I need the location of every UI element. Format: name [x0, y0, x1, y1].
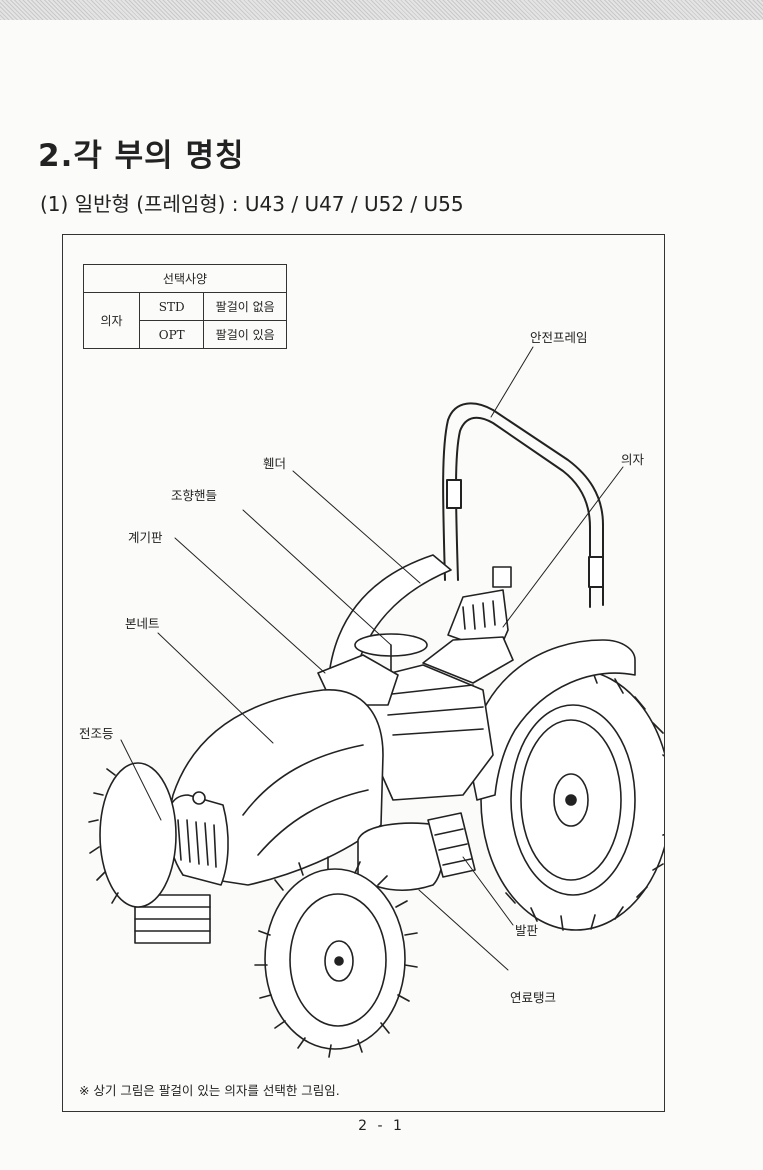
- seat: [422, 566, 514, 684]
- label-headlight: 전조등: [79, 726, 114, 741]
- label-bonnet: 본네트: [125, 616, 160, 631]
- front-wheel-right: [254, 856, 418, 1058]
- label-dashboard: 계기판: [128, 530, 163, 545]
- front-grille: [166, 791, 229, 886]
- page-number: 2 - 1: [358, 1118, 405, 1134]
- label-fender: 휀더: [263, 456, 287, 471]
- option-desc-std: 팔걸이 없음: [203, 292, 287, 321]
- figure-frame: 선택사양 의자 STD 팔걸이 없음 OPT 팔걸이 있음 안전프레임 의자 휀…: [62, 234, 665, 1112]
- label-safety-frame: 안전프레임: [530, 330, 588, 345]
- section-title: 2.각 부의 명칭: [38, 138, 245, 174]
- label-steering-wheel: 조향핸들: [171, 488, 218, 503]
- label-step: 발판: [515, 923, 539, 938]
- scan-edge-band: [0, 0, 763, 20]
- options-row-label: 의자: [82, 292, 141, 349]
- options-table: 선택사양 의자 STD 팔걸이 없음 OPT 팔걸이 있음: [82, 264, 287, 349]
- figure-note: ※ 상기 그림은 팔걸이 있는 의자를 선택한 그림임.: [79, 1083, 340, 1098]
- callout-leaders: [120, 346, 624, 971]
- safety-frame: [442, 402, 604, 608]
- label-fuel-tank: 연료탱크: [510, 990, 557, 1005]
- rear-fender: [467, 639, 636, 801]
- option-code-std: STD: [139, 292, 205, 321]
- label-seat: 의자: [621, 452, 645, 467]
- option-desc-opt: 팔걸이 있음: [203, 320, 287, 349]
- options-table-header: 선택사양: [83, 264, 287, 293]
- option-code-opt: OPT: [139, 320, 205, 349]
- fuel-tank: [357, 822, 445, 891]
- front-wheel-left: [88, 762, 177, 908]
- section-subtitle: (1) 일반형 (프레임형) : U43 / U47 / U52 / U55: [40, 192, 464, 216]
- tractor-illustration: [88, 346, 664, 1058]
